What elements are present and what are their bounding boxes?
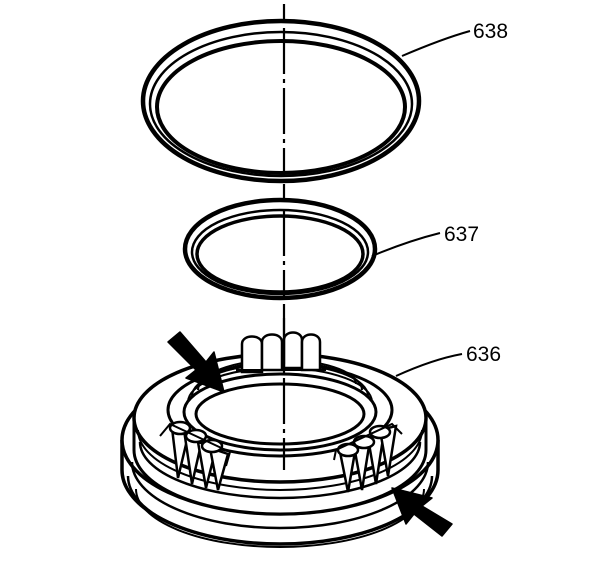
leader-line-638 [401,30,471,57]
rear-teeth [236,331,326,374]
callout-label-636: 636 [466,343,501,366]
ring-637 [182,197,378,301]
housing-636 [120,318,440,548]
arrow-icon [167,331,225,393]
leader-line-636 [395,353,463,377]
leader-line-637 [371,232,441,257]
callout-label-638: 638 [473,20,508,43]
callout-label-637: 637 [444,223,479,246]
ring-638 [140,18,422,184]
right-teeth [333,422,403,493]
left-teeth [159,420,232,491]
arrow-icon [391,487,453,537]
